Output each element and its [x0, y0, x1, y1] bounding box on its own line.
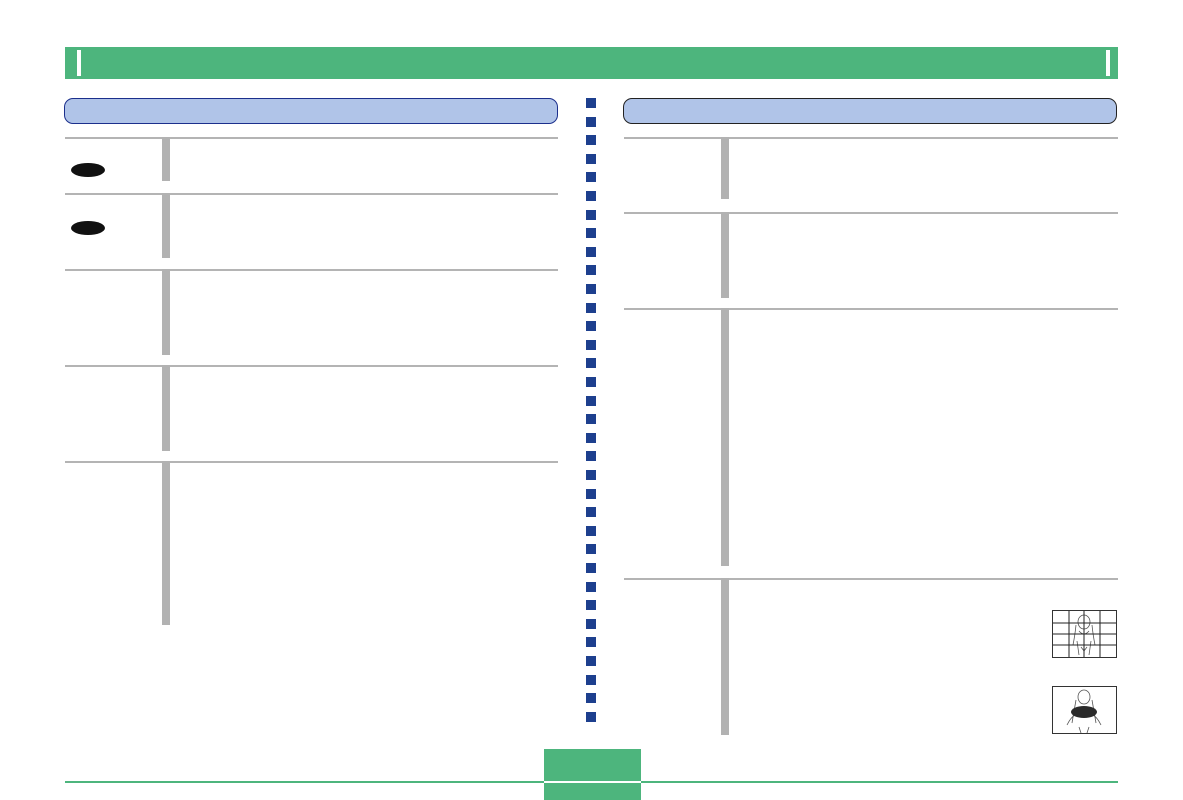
row-bar	[721, 578, 729, 735]
row-divider	[624, 212, 1118, 214]
row-divider	[624, 308, 1118, 310]
divider-square	[586, 582, 596, 592]
row-divider	[65, 193, 558, 195]
row-bar	[721, 212, 729, 298]
spot-focus-figure-icon	[1052, 686, 1117, 734]
divider-square	[586, 451, 596, 461]
divider-square	[586, 340, 596, 350]
divider-square	[586, 600, 596, 610]
row-divider	[65, 365, 558, 367]
page-number-box	[544, 749, 641, 800]
divider-square	[586, 619, 596, 629]
divider-square	[586, 693, 596, 703]
divider-square	[586, 637, 596, 647]
row-bar	[721, 137, 729, 199]
figure-sketch	[1053, 611, 1116, 657]
row-bar	[162, 365, 170, 451]
divider-square	[586, 712, 596, 722]
row-bar	[162, 269, 170, 355]
divider-square	[586, 563, 596, 573]
divider-square	[586, 396, 596, 406]
divider-square	[586, 284, 596, 294]
divider-square	[586, 507, 596, 517]
header-edge-left	[77, 50, 81, 76]
divider-square	[586, 321, 596, 331]
divider-square	[586, 470, 596, 480]
divider-square	[586, 228, 596, 238]
header-band	[65, 47, 1118, 79]
divider-square	[586, 489, 596, 499]
divider-square	[586, 98, 596, 108]
divider-square	[586, 117, 596, 127]
divider-square	[586, 303, 596, 313]
divider-square	[586, 675, 596, 685]
row-divider	[65, 137, 558, 139]
row-divider	[624, 137, 1118, 139]
row-bar	[162, 461, 170, 625]
divider-square	[586, 191, 596, 201]
row-bar	[162, 137, 170, 181]
divider-square	[586, 135, 596, 145]
right-section-heading	[623, 98, 1117, 124]
divider-square	[586, 210, 596, 220]
page-box-separator	[544, 781, 641, 783]
figure-sketch	[1066, 689, 1102, 734]
divider-square	[586, 656, 596, 666]
grid-focus-figure-icon	[1052, 610, 1117, 658]
divider-square	[586, 247, 596, 257]
row-divider	[624, 578, 1118, 580]
button-oval-icon	[71, 163, 105, 177]
divider-square	[586, 544, 596, 554]
row-divider	[65, 269, 558, 271]
row-bar	[721, 308, 729, 566]
divider-square	[586, 526, 596, 536]
divider-square	[586, 154, 596, 164]
header-edge-right	[1106, 50, 1110, 76]
divider-square	[586, 377, 596, 387]
left-section-heading	[64, 98, 558, 124]
row-divider	[65, 461, 558, 463]
divider-square	[586, 414, 596, 424]
divider-square	[586, 358, 596, 368]
row-bar	[162, 193, 170, 258]
button-oval-icon	[71, 221, 105, 235]
divider-square	[586, 265, 596, 275]
column-divider	[586, 98, 597, 728]
divider-square	[586, 172, 596, 182]
divider-square	[586, 433, 596, 443]
